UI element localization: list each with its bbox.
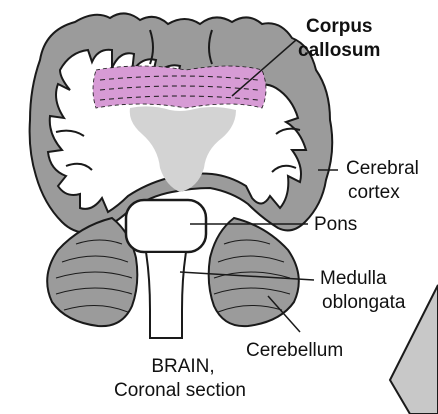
label-corpus-callosum-1: Corpus: [306, 16, 373, 38]
label-cerebral-cortex-2: cortex: [348, 182, 400, 204]
medulla-oblongata: [146, 252, 186, 338]
label-cerebral-cortex-1: Cerebral: [346, 158, 419, 180]
caption-line2: Coronal section: [60, 380, 300, 402]
label-medulla-1: Medulla: [320, 268, 387, 290]
label-medulla-2: oblongata: [322, 292, 405, 314]
label-corpus-callosum-2: callosum: [298, 40, 380, 62]
corpus-callosum: [93, 66, 266, 108]
pons: [126, 200, 206, 252]
caption-line1: BRAIN,: [98, 356, 268, 378]
label-pons: Pons: [314, 214, 357, 236]
